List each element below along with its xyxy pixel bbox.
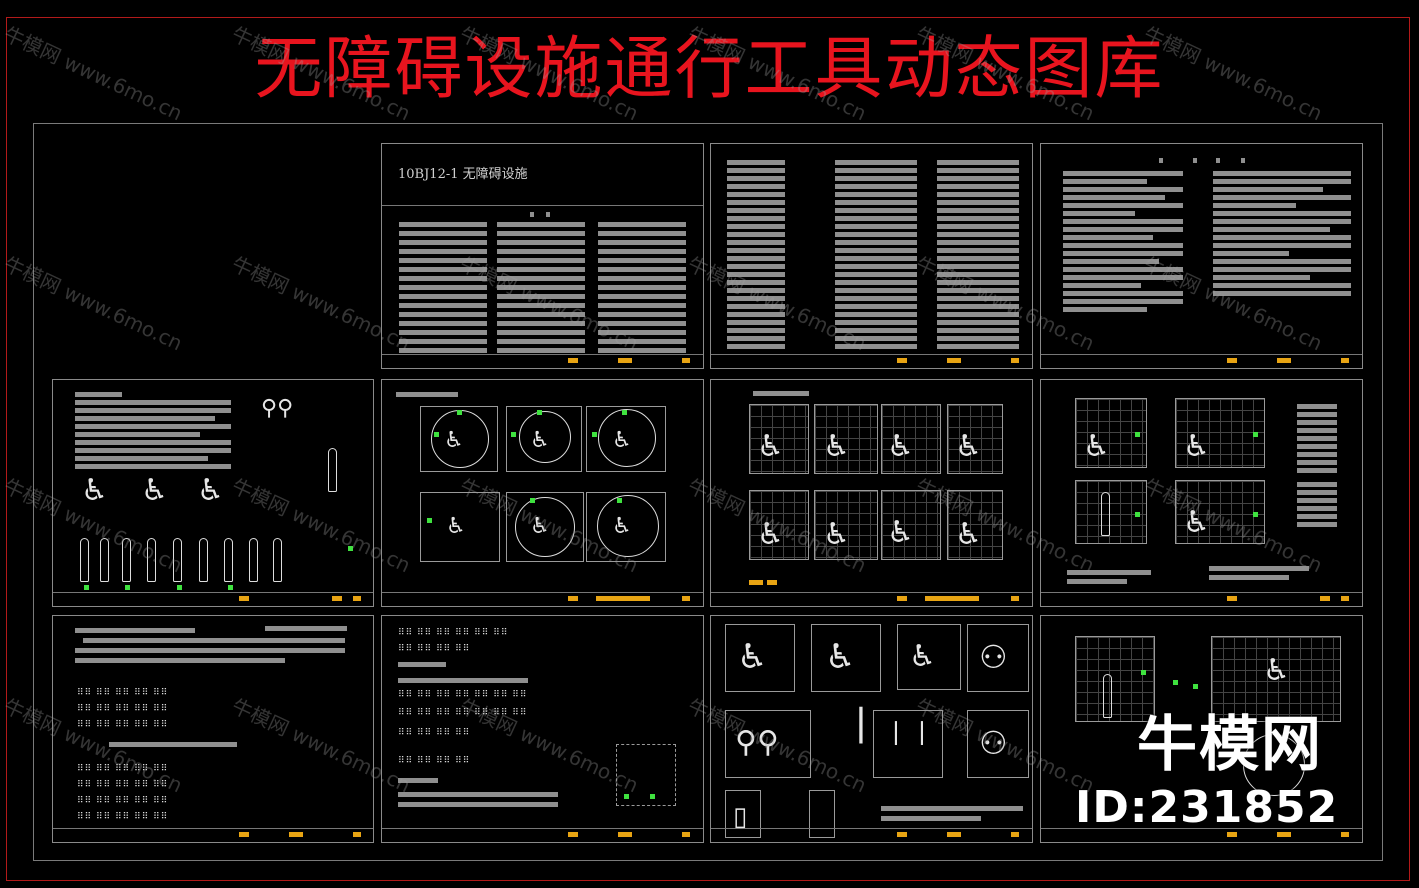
drawing-frame [33,123,1383,861]
text-column [497,222,585,357]
person-icon [147,538,156,582]
divider [382,205,703,206]
braille-icon: ⠿⠿ ⠿⠿ ⠿⠿ ⠿⠿ ⠿⠿ [77,764,169,774]
person-icon [173,538,182,582]
title-block [382,592,703,606]
braille-icon: ⠿⠿ ⠿⠿ ⠿⠿ ⠿⠿ ⠿⠿ ⠿⠿ ⠿⠿ [398,690,528,700]
wheelchair-icon: ♿ [887,429,914,464]
braille-icon: ⠿⠿ ⠿⠿ ⠿⠿ ⠿⠿ ⠿⠿ [77,688,169,698]
text-column [835,160,917,352]
wheelchair-icon: ♿ [612,428,632,453]
title-block [53,828,373,842]
wheelchair-icon: ♿ [1183,505,1210,540]
stroller-icon: ⚇ [979,638,1008,676]
braille-icon: ⠿⠿ ⠿⠿ ⠿⠿ ⠿⠿ ⠿⠿ [77,780,169,790]
braille-icon: ⠿⠿ ⠿⠿ ⠿⠿ ⠿⠿ ⠿⠿ ⠿⠿ [398,628,509,638]
outer-frame [6,17,1410,881]
wheelchair-icon: ♿ [444,428,464,453]
sheet-braille-2: ⠿⠿ ⠿⠿ ⠿⠿ ⠿⠿ ⠿⠿ ⠿⠿ ⠿⠿ ⠿⠿ ⠿⠿ ⠿⠿ ⠿⠿ ⠿⠿ ⠿⠿ ⠿… [381,615,704,843]
sheet-dimensions-people: ⚲⚲ ♿ ♿ ♿ [52,379,374,607]
wheelchair-icon: ♿ [81,473,108,508]
wheelchair-icon: ♿ [757,517,784,552]
sheet-braille-1: ⠿⠿ ⠿⠿ ⠿⠿ ⠿⠿ ⠿⠿ ⠿⠿ ⠿⠿ ⠿⠿ ⠿⠿ ⠿⠿ ⠿⠿ ⠿⠿ ⠿⠿ ⠿… [52,615,374,843]
person-icon [80,538,89,582]
sheet-text-3 [1040,143,1363,369]
title-block [382,354,703,368]
title-block [1041,592,1362,606]
text-column [1063,171,1183,315]
person-icon [199,538,208,582]
title-block [53,592,373,606]
person-icon [249,538,258,582]
text-column [1297,404,1337,476]
title-block [711,828,1032,842]
wheelchair-icon: ♿ [737,637,768,677]
text-column [399,222,487,357]
braille-icon: ⠿⠿ ⠿⠿ ⠿⠿ ⠿⠿ [398,644,471,654]
sheet-cover-text: 10BJ12-1 无障碍设施 [381,143,704,369]
title-block [1041,828,1362,842]
braille-icon: ⠿⠿ ⠿⠿ ⠿⠿ ⠿⠿ ⠿⠿ [77,720,169,730]
stroller-icon: ⚇ [979,724,1008,762]
wheelchair-icon: ♿ [1263,653,1290,688]
wheelchair-icon: ♿ [446,514,466,539]
brand-id: ID:231852 [1075,782,1339,833]
wheelchair-icon: ♿ [197,473,224,508]
text-column [937,160,1019,352]
sheet-sections: ♿ [1040,615,1363,843]
title-block [711,592,1032,606]
person-icon [1101,492,1110,536]
person-icon [224,538,233,582]
wheelchair-icon: ♿ [757,429,784,464]
title-block [1041,354,1362,368]
braille-icon: ⠿⠿ ⠿⠿ ⠿⠿ ⠿⠿ ⠿⠿ [77,812,169,822]
sheet-reach-ranges: ♿ ♿ ♿ ♿ ♿ ♿ ♿ ♿ [710,379,1033,607]
text-column [1213,171,1351,299]
person-icon [328,448,337,492]
title-block [382,828,703,842]
brand-logo: 牛模网 [1137,710,1323,780]
wheelchair-icon: ♿ [955,429,982,464]
wheelchair-icon: ♿ [1183,429,1210,464]
person-icon [1103,674,1112,718]
text-column [598,222,686,357]
wheelchair-icon: ♿ [955,517,982,552]
wheelchair-icon: ♿ [823,517,850,552]
title-block [711,354,1032,368]
braille-icon: ⠿⠿ ⠿⠿ ⠿⠿ ⠿⠿ ⠿⠿ [77,796,169,806]
table-grid [75,392,231,472]
person-icon [100,538,109,582]
braille-icon: ⠿⠿ ⠿⠿ ⠿⠿ ⠿⠿ [398,756,471,766]
wheelchair-icon: ♿ [887,515,914,550]
wheelchair-icon: ♿ [825,637,856,677]
luggage-icon: ▯ [733,802,748,832]
sheet-text-2 [710,143,1033,369]
sheet-counter-heights: ♿ ♿ ♿ [1040,379,1363,607]
braille-icon: ⠿⠿ ⠿⠿ ⠿⠿ ⠿⠿ ⠿⠿ ⠿⠿ ⠿⠿ [398,708,528,718]
wheelchair-icon: ♿ [530,428,550,453]
braille-icon: ⠿⠿ ⠿⠿ ⠿⠿ ⠿⠿ [398,728,471,738]
sheet-heading: 10BJ12-1 无障碍设施 [398,167,528,182]
drawing-title: 无障碍设施通行工具动态图库 [254,30,1165,109]
text-column [727,160,785,352]
bicycle-icon: ⚲⚲ [735,725,779,760]
wheelchair-icon: ♿ [612,514,632,539]
person-icon [122,538,131,582]
text-column [1297,482,1337,530]
crutch-icon: ⼁⼁ [883,720,936,750]
wheelchair-icon: ♿ [530,514,550,539]
wheelchair-icon: ♿ [141,473,168,508]
wheelchair-icon: ♿ [823,429,850,464]
crutch-icon: ⼁ [841,704,881,750]
person-icon [273,538,282,582]
sheet-turning-space: ♿ ♿ ♿ ♿ ♿ ♿ [381,379,704,607]
wheelchair-icon: ♿ [909,639,936,674]
wheelchair-icon: ♿ [1083,429,1110,464]
sheet-mobility-aids: ♿ ♿ ♿ ⚇ ⚲⚲ ⼁ ⼁⼁ ⚇ ▯ [710,615,1033,843]
braille-icon: ⠿⠿ ⠿⠿ ⠿⠿ ⠿⠿ ⠿⠿ [77,704,169,714]
bicycle-icon: ⚲⚲ [261,396,294,421]
